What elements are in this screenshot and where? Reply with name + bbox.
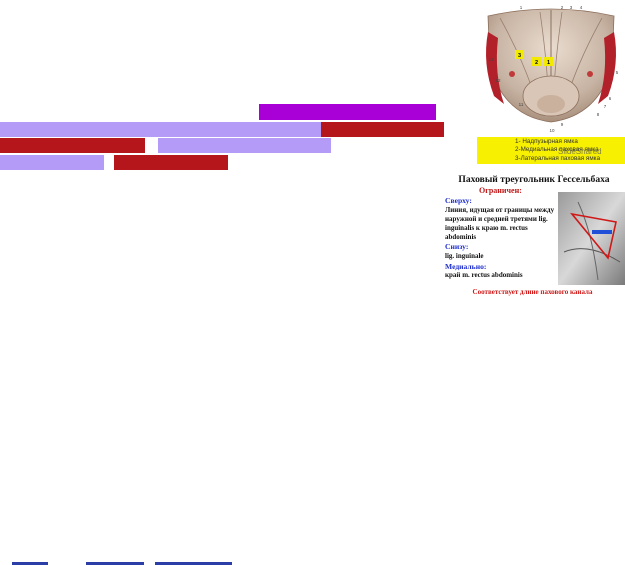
nav-button[interactable] [155,562,232,565]
leader-number: 1 [520,5,523,10]
callout-1: 1 [547,60,550,66]
medial-text: край m. rectus abdominis [445,271,523,279]
highlight-bar-red [0,138,145,153]
leader-number: 11 [519,102,524,107]
leader-number: 10 [549,128,555,133]
anatomy-illustration: 3 2 1 1 2 3 4 5 6 7 8 9 10 11 12 13 [486,5,619,133]
callout-3: 3 [518,53,521,59]
leader-number: 13 [488,57,494,62]
leader-number: 9 [561,122,564,127]
leader-number: 12 [495,78,501,83]
leader-number: 2 [561,5,564,10]
legend-item: 3-Латеральная паховая ямка [515,154,601,162]
highlight-bar-lavender [0,155,104,170]
top-label: Сверху: [445,196,472,205]
highlight-bar-red [321,122,444,137]
panel-title: Паховый треугольник Гессельбаха [458,174,610,185]
triangle-photo [558,192,625,285]
leader-number: 5 [616,70,619,75]
medial-label: Медиально: [445,262,487,271]
footer-note: Соответствует длине пахового канала [472,288,593,296]
leader-number: 8 [597,112,600,117]
callout-2: 2 [535,60,538,66]
leader-number: 3 [570,5,573,10]
bounded-label: Ограничен: [479,186,522,195]
top-text-line: наружной и средней третями lig. [445,215,548,223]
bottom-text: lig. inguinale [445,252,484,260]
leader-number: 6 [609,96,612,101]
leader-number: 7 [604,104,607,109]
figure-legend: 1- Надпузырная ямка 2-Медиальная паховая… [477,137,625,164]
highlight-bar-purple [259,104,436,120]
highlight-bar-red [114,155,228,170]
nav-button[interactable] [12,562,48,565]
bottom-label: Снизу: [445,242,469,251]
top-text-line: abdominis [445,233,477,241]
legend-item: 2-Медиальная паховая ямка [515,146,599,154]
legend-item: 1- Надпузырная ямка [515,138,578,145]
highlight-bar-lavender [0,122,321,137]
nav-button[interactable] [86,562,144,565]
leader-number: 4 [580,5,583,10]
top-text-line: inguinalis к краю m. rectus [445,224,528,232]
highlight-bar-lavender [158,138,331,153]
top-text-line: Линия, идущая от границы между [445,206,555,214]
watermark: SlideShared [558,147,602,156]
